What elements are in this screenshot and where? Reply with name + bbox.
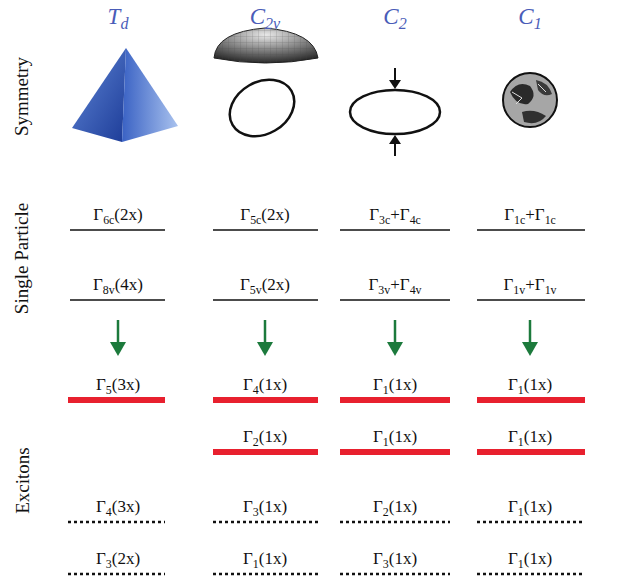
level-label: Γ1c+Γ1c — [504, 206, 556, 223]
tetrahedron — [72, 48, 178, 142]
level-label: Γ1(1x) — [508, 550, 552, 567]
symmetry-group: C1 — [518, 5, 541, 28]
row-label: Excitons — [13, 447, 32, 514]
level-label: Γ2(1x) — [243, 428, 287, 445]
irregular-sphere — [503, 73, 557, 127]
level-label: Γ3(1x) — [243, 498, 287, 515]
level-label: Γ1(1x) — [508, 498, 552, 515]
dome-and-ellipse — [214, 28, 318, 148]
level-label: Γ1(1x) — [508, 428, 552, 445]
symmetry-group: Td — [108, 5, 129, 28]
level-label: Γ1(1x) — [373, 376, 417, 393]
bright-levels — [68, 400, 585, 452]
level-label: Γ3(2x) — [96, 550, 140, 567]
level-label: Γ4(3x) — [96, 498, 140, 515]
level-label: Γ3c+Γ4c — [369, 206, 421, 223]
level-label: Γ5v(2x) — [240, 276, 290, 293]
level-label: Γ1v+Γ1v — [503, 276, 556, 293]
row-label: Single Particle — [13, 202, 32, 313]
compressed-ellipse — [350, 68, 440, 156]
level-label: Γ3(1x) — [373, 550, 417, 567]
symmetry-group: C2 — [383, 5, 406, 28]
dark-levels — [68, 522, 585, 574]
level-label: Γ4(1x) — [243, 376, 287, 393]
level-label: Γ2(1x) — [373, 498, 417, 515]
level-label: Γ8v(4x) — [93, 276, 143, 293]
level-label: Γ3v+Γ4v — [368, 276, 421, 293]
level-lines — [70, 230, 585, 300]
level-label: Γ5c(2x) — [240, 206, 289, 223]
level-label: Γ1(1x) — [243, 550, 287, 567]
level-label: Γ1(1x) — [373, 428, 417, 445]
level-label: Γ6c(2x) — [93, 206, 142, 223]
level-label: Γ5(3x) — [96, 376, 140, 393]
level-label: Γ1(1x) — [508, 376, 552, 393]
green-arrows — [110, 320, 538, 356]
row-label: Symmetry — [13, 56, 32, 135]
symmetry-group: C2v — [250, 5, 281, 28]
